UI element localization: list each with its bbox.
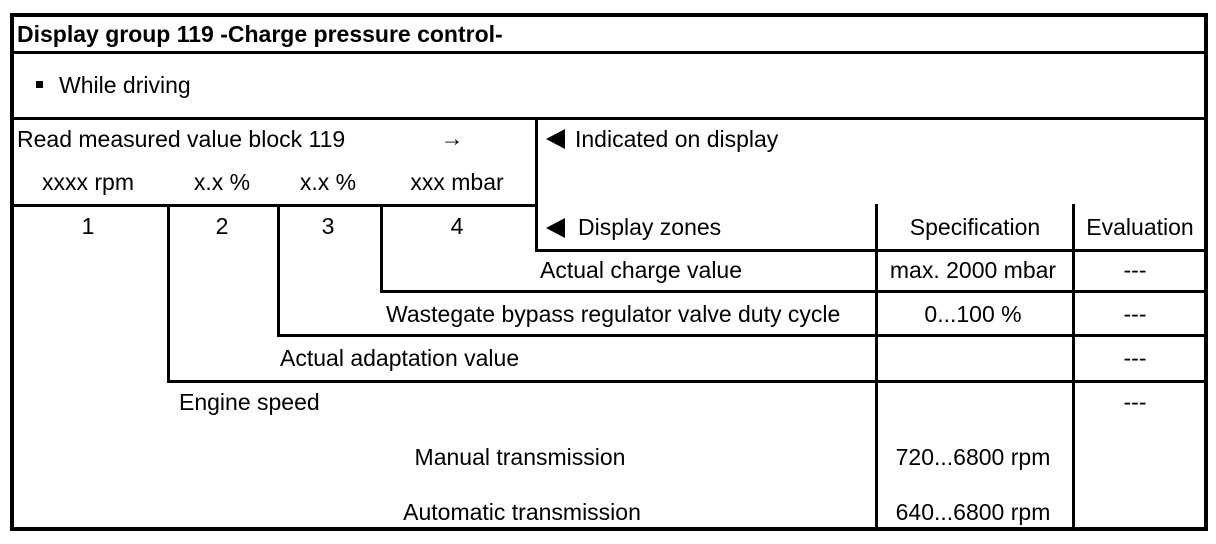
display-zones-label: Display zones	[578, 214, 722, 240]
grid-line-under-row-wastegate	[277, 334, 1205, 337]
zone1-unit: xxxx rpm	[42, 169, 134, 195]
zone3-unit: x.x %	[299, 169, 357, 195]
grid-line-under-row-adaptation	[167, 380, 1205, 383]
right-arrow-icon: →	[440, 125, 464, 151]
grid-line-under-title	[13, 51, 1205, 54]
row-evaluation: ---	[1123, 257, 1147, 283]
zone2-right-border	[277, 204, 280, 337]
grid-line-under-condition	[13, 117, 1205, 120]
grid-line-under-read-block	[13, 204, 538, 207]
row-specification: 0...100 %	[924, 301, 1022, 327]
grid-line-under-header	[535, 249, 1205, 252]
zone2-unit: x.x %	[193, 169, 251, 195]
evaluation-left-border	[1072, 204, 1075, 531]
row-label: Automatic transmission	[403, 499, 641, 525]
grid-line-under-row-charge	[380, 290, 1205, 293]
left-pointer-icon	[546, 218, 565, 238]
zone4-unit: xxx mbar	[410, 169, 504, 195]
row-label: Wastegate bypass regulator valve duty cy…	[386, 301, 841, 327]
row-specification: 640...6800 rpm	[895, 499, 1051, 525]
row-specification: max. 2000 mbar	[889, 257, 1057, 283]
specification-left-border	[875, 204, 878, 531]
row-label: Actual adaptation value	[280, 345, 520, 371]
zone4-number: 4	[450, 213, 464, 239]
zone3-right-border	[380, 204, 383, 293]
display-group-title: Display group 119 -Charge pressure contr…	[17, 21, 503, 47]
read-block-label: Read measured value block 119	[17, 126, 346, 152]
zone1-right-border	[167, 204, 170, 383]
bullet-icon	[36, 81, 43, 88]
condition-text: While driving	[59, 72, 191, 98]
evaluation-header: Evaluation	[1086, 214, 1194, 240]
zone3-number: 3	[321, 213, 335, 239]
left-pointer-icon	[546, 129, 565, 149]
row-evaluation: ---	[1123, 389, 1147, 415]
row-label: Manual transmission	[414, 444, 626, 470]
row-evaluation: ---	[1123, 301, 1147, 327]
row-evaluation: ---	[1123, 345, 1147, 371]
indicated-on-display-label: Indicated on display	[575, 126, 779, 152]
zone4-right-border	[535, 117, 538, 252]
row-label: Engine speed	[179, 389, 320, 415]
row-specification: 720...6800 rpm	[895, 444, 1051, 470]
specification-header: Specification	[909, 214, 1041, 240]
row-label: Actual charge value	[540, 257, 743, 283]
zone1-number: 1	[81, 213, 95, 239]
table-outer-border	[10, 13, 1208, 531]
zone2-number: 2	[215, 213, 229, 239]
